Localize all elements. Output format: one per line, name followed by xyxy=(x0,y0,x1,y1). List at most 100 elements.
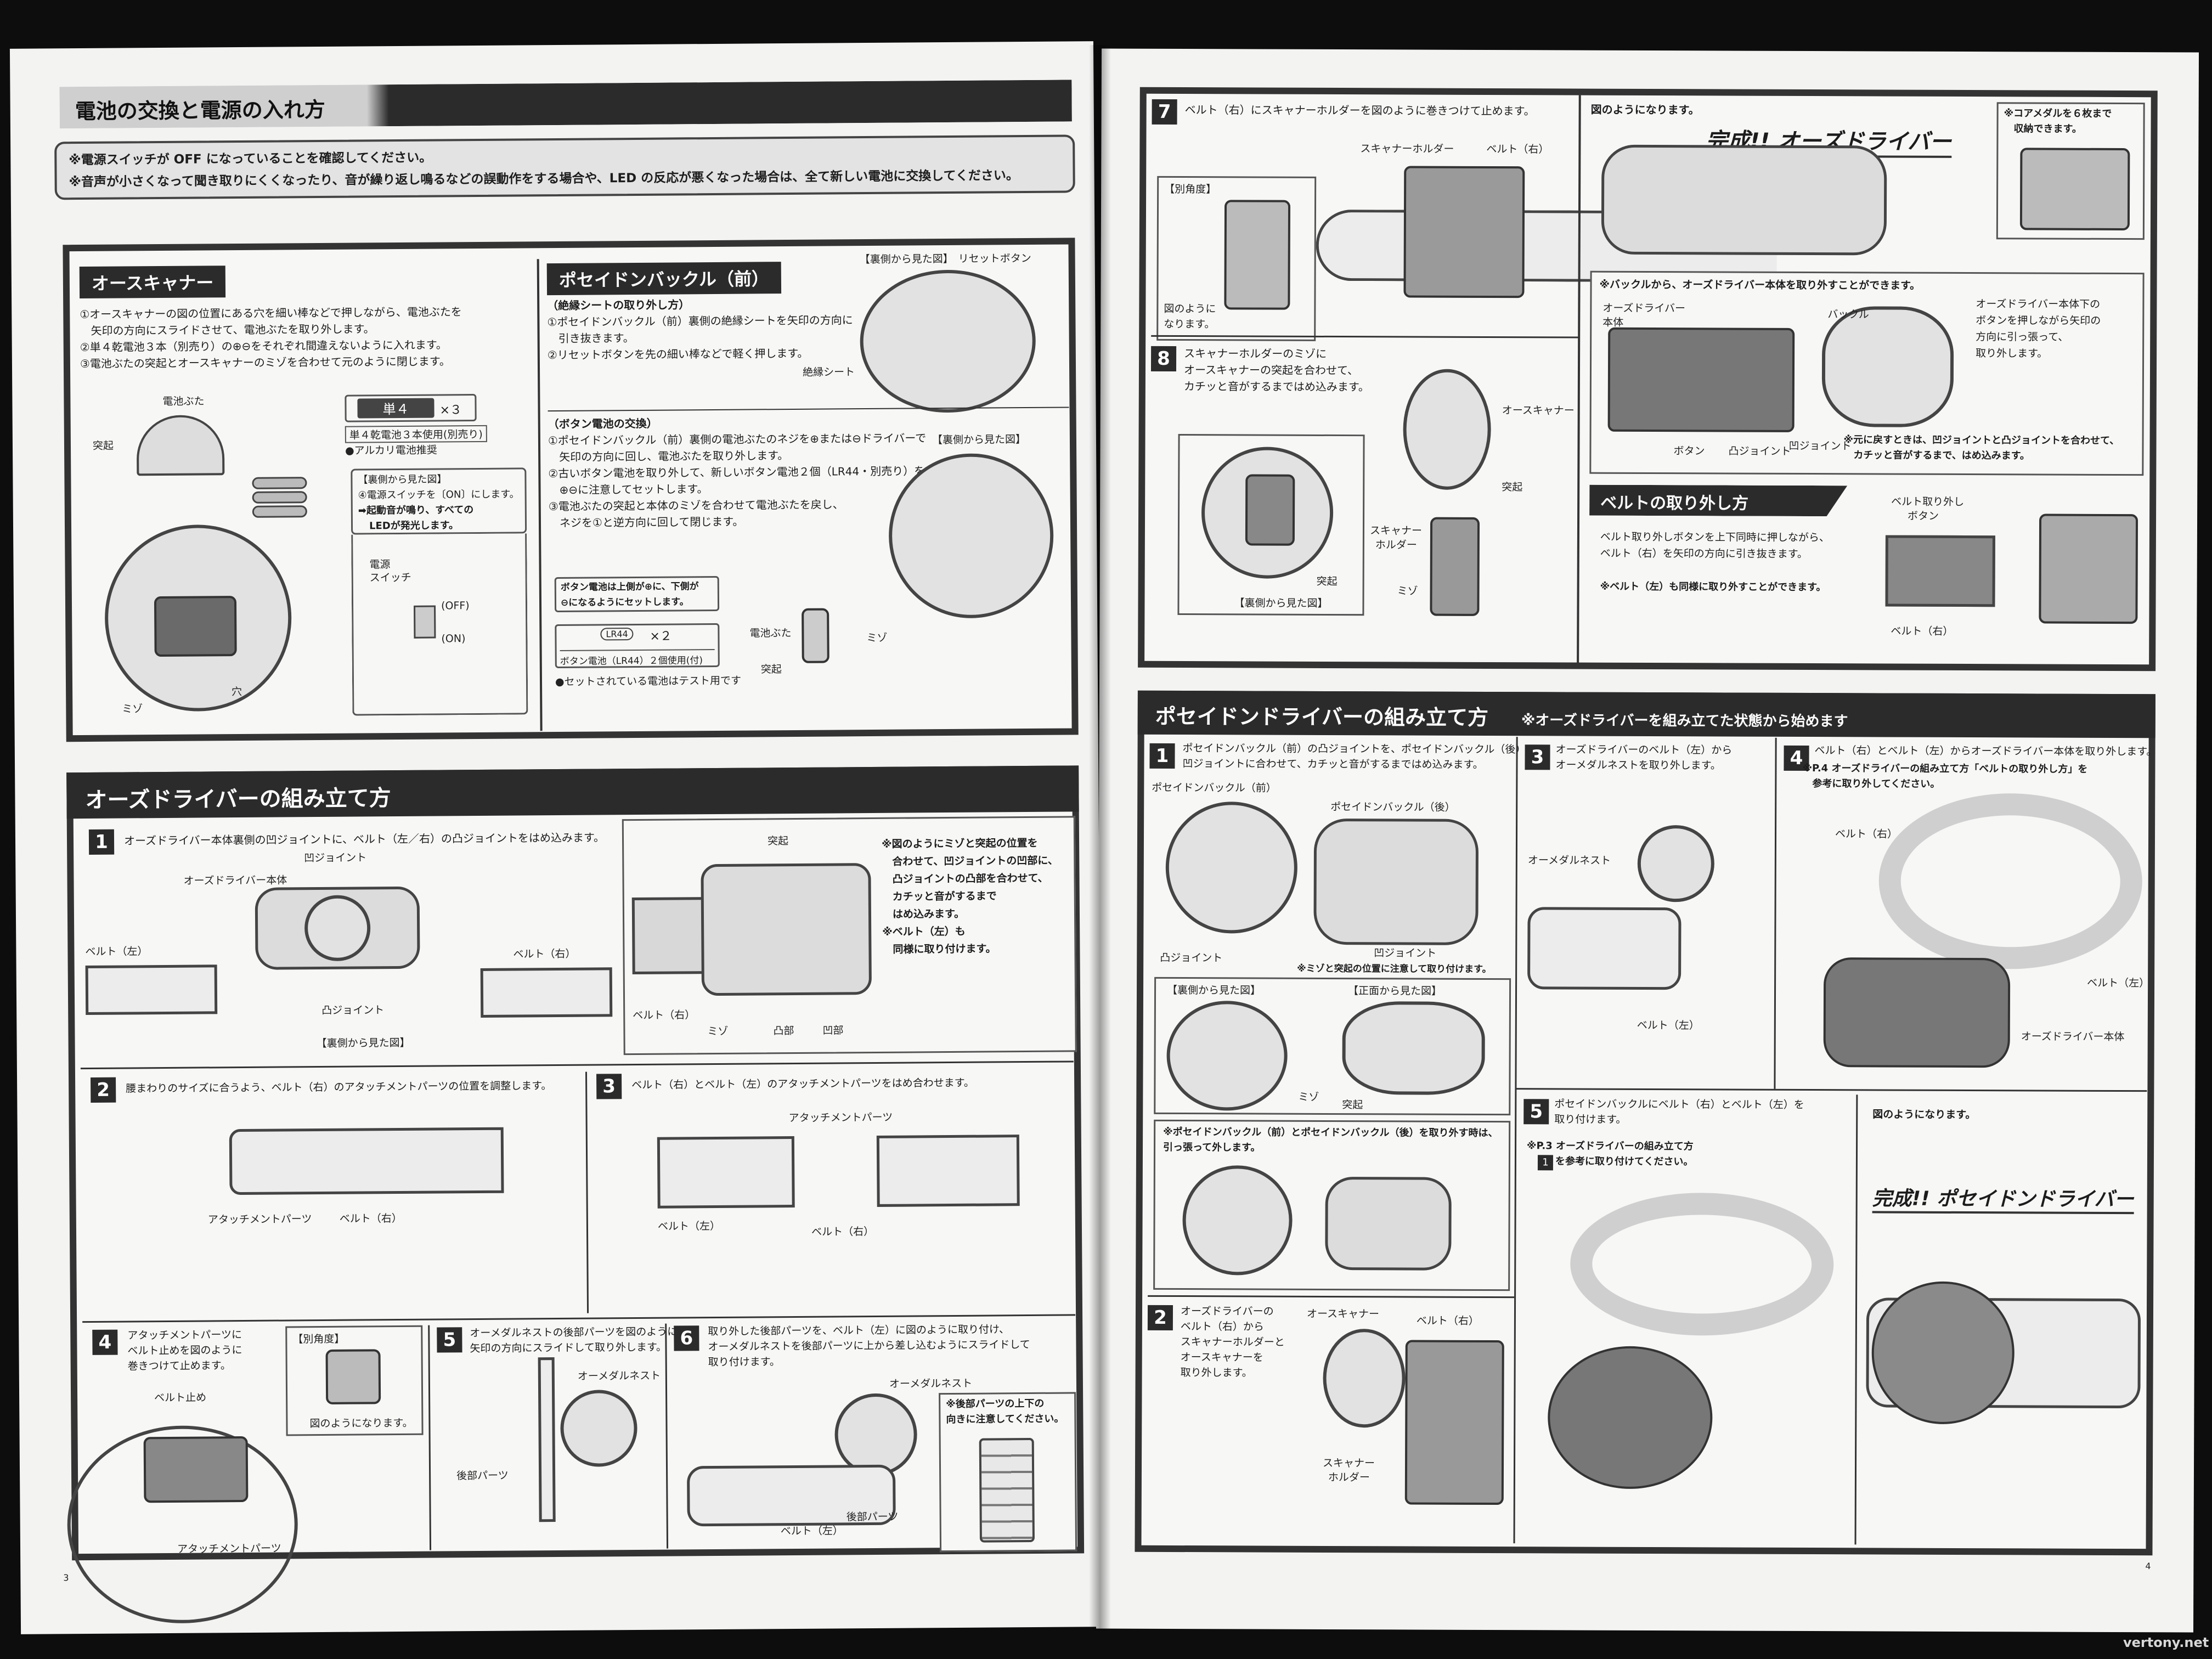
battery-title: （ボタン電池の交換） xyxy=(548,416,658,431)
holder-illustration xyxy=(1404,1340,1504,1505)
step-number: 8 xyxy=(1150,346,1177,371)
quantity-label: ×２ xyxy=(650,629,672,644)
scanner-holder-illustration xyxy=(1403,166,1525,298)
poseidon-driver-complete-illustration xyxy=(1871,1281,2015,1425)
label: ベルト（左） xyxy=(657,1220,721,1233)
poseidon-assembly-title: ポセイドンドライバーの組み立て方※オーズドライバーを組み立てた状態から始めます xyxy=(1137,690,2155,738)
belt-stop-detail xyxy=(325,1349,381,1404)
label: 凹ジョイント xyxy=(304,851,367,865)
label: オーメダルネスト xyxy=(577,1369,661,1383)
belt-left-illustration xyxy=(1527,907,1681,990)
groove-label: ミゾ xyxy=(122,703,143,715)
quantity-label: ×３ xyxy=(439,403,462,417)
aaa-batteries xyxy=(252,475,307,524)
divider xyxy=(1513,737,1518,1544)
label: ミゾ xyxy=(707,1025,729,1038)
label: 凹部 xyxy=(822,1024,844,1037)
label: 凹ジョイント xyxy=(1788,439,1852,453)
belt-removal-text: ベルト取り外しボタンを上下同時に押しながら、 xyxy=(1600,531,1830,544)
step-5-text: 矢印の方向にスライドして取り外します。 xyxy=(470,1341,667,1355)
step-4-text: 巻きつけて止めます。 xyxy=(127,1359,231,1373)
label: スキャナー xyxy=(1322,1457,1375,1470)
label: なります。 xyxy=(1164,318,1215,331)
scanner-step: ①オースキャナーの図の位置にある穴を細い棒などで押しながら、電池ぶたを xyxy=(80,305,462,321)
label: 凸部 xyxy=(773,1024,794,1037)
label: オーメダルネスト xyxy=(889,1377,973,1390)
groove-label: ミゾ xyxy=(866,631,888,645)
step-ref-badge: 1 xyxy=(1537,1155,1553,1171)
manual-page-right: 4 7 ベルト（右）にスキャナーホルダーを図のように巻きつけて止めます。 スキャ… xyxy=(1096,48,2199,1633)
belt-adjust-illustration xyxy=(229,1127,504,1195)
alt-view-box: 【別角度】 図のように なります。 xyxy=(1156,176,1317,341)
result-text: 図のようになります。 xyxy=(1872,1108,1976,1121)
buckle-note: ※バックルから、オーズドライバー本体を取り外すことができます。 xyxy=(1599,278,1921,292)
belt-left-end-illustration xyxy=(657,1136,795,1209)
step-number: 1 xyxy=(88,829,115,855)
belt-stop-illustration xyxy=(143,1436,249,1503)
label: オーメダルネスト xyxy=(1527,854,1611,867)
note-line: 同様に取り付けます。 xyxy=(882,943,996,956)
belt-removal-title: ベルトの取り外し方 xyxy=(1589,485,1847,517)
cover-label: 電池ぶた xyxy=(749,627,792,640)
driver-body-illustration xyxy=(1607,327,1795,432)
p2-text: スキャナーホルダーと xyxy=(1180,1336,1285,1348)
label: 凸ジョイント xyxy=(1160,951,1223,964)
instr-line: オーズドライバー本体下の xyxy=(1976,298,2101,311)
ooo-assembly-panel: オーズドライバーの組み立て方 1 オーズドライバー本体裏側の凹ジョイントに、ベル… xyxy=(66,765,1085,1624)
rear-part-detail xyxy=(979,1437,1035,1543)
medal-nest-illustration xyxy=(2019,148,2130,231)
buckle-removal-box: ※バックルから、オーズドライバー本体を取り外すことができます。 オーズドライバー… xyxy=(1589,270,2145,476)
poseidon-buckle-title: ポセイドンバックル（前） xyxy=(546,262,782,296)
buckle-rear-illustration xyxy=(1313,818,1479,945)
reset-label: リセットボタン xyxy=(958,252,1031,265)
label: スキャナーホルダー xyxy=(1360,143,1454,155)
label: 【裏側から見た図】 xyxy=(1167,984,1261,997)
alt-view-box: 【別角度】 図のようになります。 xyxy=(285,1325,424,1436)
step-number: 2 xyxy=(91,1077,116,1103)
buckle-separate-box: ※ポセイドンバックル（前）とポセイドンバックル（後）を取り外す時は、 引っ張って… xyxy=(1153,1119,1511,1291)
label: 突起 xyxy=(767,835,789,848)
nest-illustration xyxy=(834,1393,918,1476)
note-line: 合わせて、凹ジョイントの凹部に、 xyxy=(882,854,1058,868)
step-number: 5 xyxy=(1523,1099,1549,1125)
note-line: ※ベルト（左）も xyxy=(882,925,966,938)
step-number: 2 xyxy=(1147,1305,1173,1330)
label: ボタン xyxy=(1673,445,1705,458)
step-2-text: 腰まわりのサイズに合うよう、ベルト（右）のアタッチメントパーツの位置を調整します… xyxy=(126,1080,552,1095)
battery-slot xyxy=(154,596,237,657)
power-switch-label2: スイッチ xyxy=(369,571,411,584)
label: 突起 xyxy=(1316,575,1338,588)
buckle-back-illustration xyxy=(1166,1000,1288,1111)
driver-body-illustration xyxy=(1823,957,2011,1068)
battery-step: ①ポセイドンバックル（前）裏側の電池ぶたのネジを⊕または⊖ドライバーで xyxy=(548,431,927,448)
battery-step: ⊕⊖に注意してセットします。 xyxy=(548,482,708,497)
divider xyxy=(537,259,543,731)
sound-text: ➡起動音が鳴り、すべての xyxy=(358,504,474,517)
step-8-text: オースキャナーの突起を合わせて、 xyxy=(1183,363,1359,377)
power-switch-illustration: 電源 スイッチ (OFF) (ON) xyxy=(351,533,528,716)
label: ベルト（左） xyxy=(780,1525,843,1538)
label: 【裏側から見た図】 xyxy=(1234,597,1328,610)
manual-page-left: 3 電池の交換と電源の入れ方 ※電源スイッチが OFF になっていることを確認し… xyxy=(9,41,1105,1634)
p2-text: オースキャナーを xyxy=(1180,1351,1263,1364)
label: ホルダー xyxy=(1328,1471,1370,1484)
label: アタッチメントパーツ xyxy=(177,1542,281,1555)
p2-text: 取り外します。 xyxy=(1180,1367,1252,1379)
label: オーズドライバー xyxy=(1602,302,1686,315)
battery-panel: オースキャナー ①オースキャナーの図の位置にある穴を細い棒などで押しながら、電池… xyxy=(63,238,1079,742)
label: ポセイドンバックル（前） xyxy=(1152,781,1277,794)
divider xyxy=(665,1323,669,1549)
caution-box: ボタン電池は上側が⊕に、下側が ⊖になるようにセットします。 xyxy=(554,575,720,613)
buckle-front-illustration xyxy=(1342,1001,1485,1095)
step-number: 5 xyxy=(437,1327,462,1353)
p5-note: を参考に取り付けてください。 xyxy=(1555,1155,1694,1168)
orientation-note-box: ※後部パーツの上下の 向きに注意してください。 xyxy=(939,1392,1077,1553)
aaa-label: 単４ xyxy=(357,398,435,419)
instr-line: ボタンを押しながら矢印の xyxy=(1976,314,2101,327)
sheet-step: 引き抜きます。 xyxy=(547,331,634,346)
battery-spec-box: 単４ ×３ xyxy=(345,394,477,422)
label: 凹ジョイント xyxy=(1374,947,1437,960)
views-box: 【裏側から見た図】 【正面から見た図】 ミゾ 突起 xyxy=(1154,977,1511,1116)
section-title: 電池の交換と電源の入れ方 xyxy=(59,80,1071,128)
bump-label: 突起 xyxy=(760,663,782,676)
